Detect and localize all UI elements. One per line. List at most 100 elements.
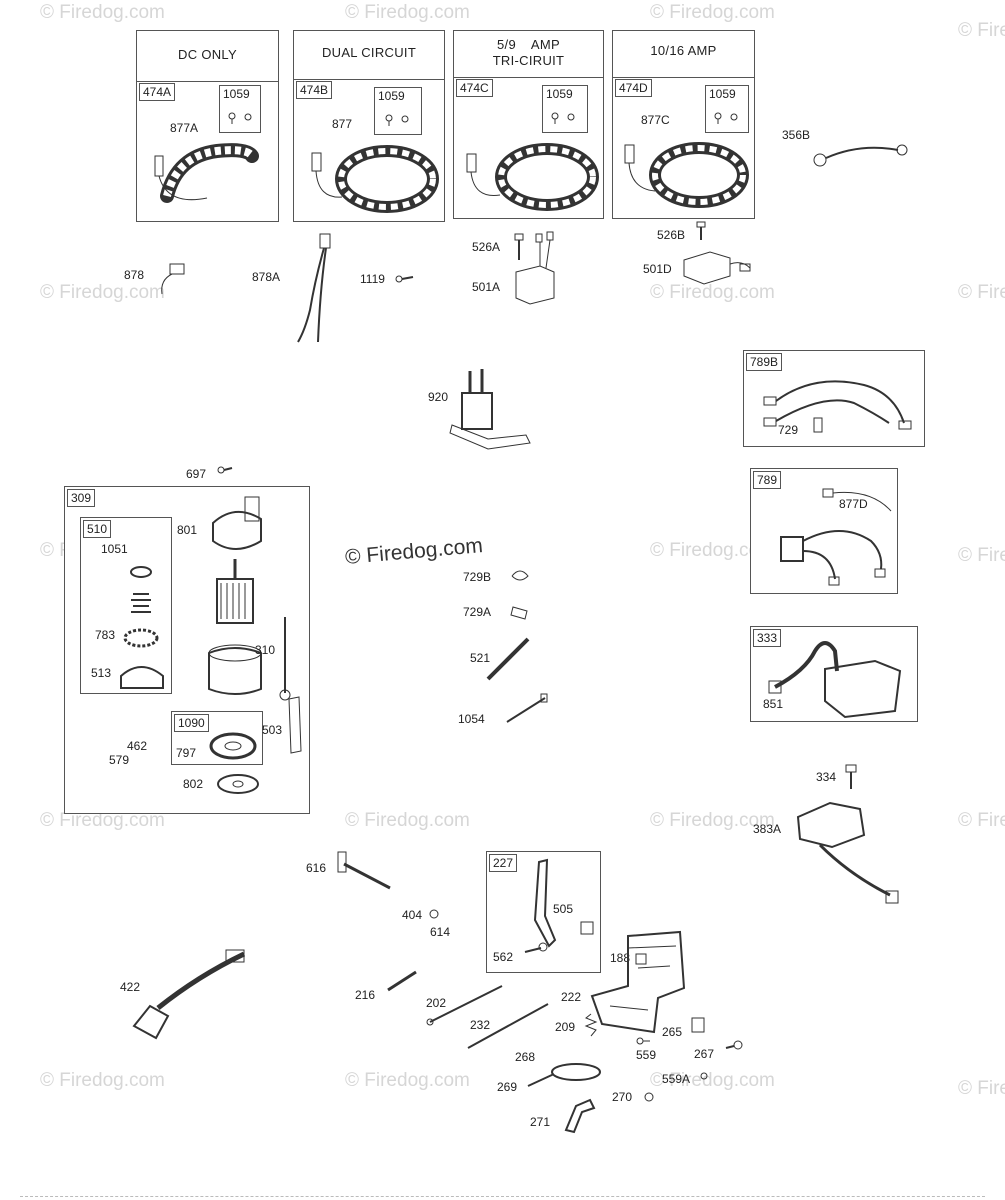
panel-309: 309 510 1051 783 513 801 310 1090 797 bbox=[64, 486, 310, 814]
part-501a: 501A bbox=[472, 280, 501, 294]
shaft-icon bbox=[336, 850, 394, 892]
part-265: 265 bbox=[662, 1025, 683, 1039]
kit-label: 1059 bbox=[223, 87, 250, 101]
part-920: 920 bbox=[428, 390, 449, 404]
regulator-icon bbox=[680, 240, 755, 285]
part-783: 783 bbox=[95, 628, 116, 642]
part-404: 404 bbox=[402, 908, 423, 922]
cable-icon bbox=[526, 1056, 602, 1088]
part-877c: 877C bbox=[641, 113, 670, 127]
choke-link-icon bbox=[464, 1000, 552, 1052]
divider bbox=[613, 77, 754, 78]
spring-icon bbox=[386, 968, 420, 994]
part-503: 503 bbox=[262, 723, 283, 737]
panel-title: DC ONLY bbox=[178, 47, 237, 62]
brush-plate-icon bbox=[208, 728, 258, 762]
part-462: 462 bbox=[127, 739, 148, 753]
screw-icon bbox=[712, 108, 742, 124]
kit-box: 1059 bbox=[219, 85, 261, 133]
watermark: © Firedog.com bbox=[650, 540, 775, 561]
watermark: © Firedog.com bbox=[958, 545, 1005, 566]
part-614: 614 bbox=[430, 925, 451, 939]
solenoid-icon bbox=[448, 369, 533, 450]
watermark: © Firedog.com bbox=[40, 810, 165, 831]
tag-1090: 1090 bbox=[174, 714, 209, 732]
divider bbox=[137, 81, 278, 82]
tag-510: 510 bbox=[83, 520, 112, 538]
bolt-icon bbox=[845, 765, 857, 789]
divider bbox=[294, 79, 444, 80]
part-729: 729 bbox=[778, 423, 799, 437]
control-bracket-icon bbox=[588, 928, 688, 1036]
spring-icon bbox=[584, 1014, 598, 1036]
part-878: 878 bbox=[124, 268, 145, 282]
stator-icon bbox=[619, 129, 749, 214]
washer-icon bbox=[215, 773, 261, 795]
wire-harness-icon bbox=[754, 363, 919, 443]
watermark: © Firedog.com bbox=[958, 282, 1005, 303]
watermark-center: © Firedog.com bbox=[344, 534, 484, 569]
part-526a: 526A bbox=[472, 240, 501, 254]
part-271: 271 bbox=[530, 1115, 551, 1129]
part-697: 697 bbox=[186, 467, 207, 481]
part-562: 562 bbox=[493, 950, 514, 964]
kit-box: 1059 bbox=[374, 87, 422, 135]
part-729b: 729B bbox=[463, 570, 492, 584]
panel-dual-circuit: DUAL CIRCUIT 474B 1059 877 bbox=[293, 30, 445, 222]
panel-title-line1: 5/9 AMP bbox=[497, 37, 560, 52]
screw-icon bbox=[226, 108, 256, 124]
part-559a: 559A bbox=[662, 1072, 691, 1086]
screw-icon bbox=[726, 1038, 744, 1052]
panel-510: 510 1051 783 513 bbox=[80, 517, 172, 694]
lever-icon bbox=[560, 1096, 600, 1134]
part-526b: 526B bbox=[657, 228, 686, 242]
watermark: © Firedog.com bbox=[345, 810, 470, 831]
watermark: © Firedog.com bbox=[650, 2, 775, 23]
tag-227: 227 bbox=[489, 854, 518, 872]
part-334: 334 bbox=[816, 770, 837, 784]
part-422: 422 bbox=[120, 980, 141, 994]
part-729a: 729A bbox=[463, 605, 492, 619]
kit-box: 1059 bbox=[542, 85, 588, 133]
screw-icon bbox=[698, 1070, 710, 1082]
kit-label: 1059 bbox=[709, 87, 736, 101]
battery-cable-icon bbox=[128, 946, 254, 1042]
part-209: 209 bbox=[555, 1020, 576, 1034]
tag-474b: 474B bbox=[296, 81, 333, 99]
screw-icon bbox=[549, 108, 579, 124]
bolt-icon bbox=[395, 272, 415, 286]
stator-icon bbox=[462, 129, 597, 214]
watermark: © Firedog.com bbox=[650, 1070, 775, 1091]
bolt-icon bbox=[696, 222, 706, 240]
part-851: 851 bbox=[763, 697, 784, 711]
part-501d: 501D bbox=[643, 262, 672, 276]
watermark: © Firedog.com bbox=[40, 2, 165, 23]
watermark: © Firedog.com bbox=[345, 1070, 470, 1091]
divider bbox=[454, 77, 603, 78]
watermark: © Firedog.com bbox=[40, 282, 165, 303]
watermark: © Firedog.com bbox=[958, 1078, 1005, 1099]
part-269: 269 bbox=[497, 1080, 518, 1094]
kit-box: 1059 bbox=[705, 85, 749, 133]
screw-icon bbox=[383, 110, 413, 126]
panel-title: DUAL CIRCUIT bbox=[321, 45, 417, 60]
part-801: 801 bbox=[177, 523, 198, 537]
part-1119: 1119 bbox=[360, 272, 385, 286]
divider bbox=[20, 1196, 985, 1198]
part-521: 521 bbox=[470, 651, 491, 665]
tag-309: 309 bbox=[67, 489, 96, 507]
panel-227: 227 505 562 bbox=[486, 851, 601, 973]
part-579: 579 bbox=[109, 753, 130, 767]
screw-icon bbox=[636, 1036, 650, 1046]
part-222: 222 bbox=[561, 990, 582, 1004]
part-356b: 356B bbox=[782, 128, 811, 142]
kit-label: 1059 bbox=[546, 87, 573, 101]
tag-474c: 474C bbox=[456, 79, 493, 97]
screw-icon bbox=[218, 465, 232, 475]
part-202: 202 bbox=[426, 996, 447, 1010]
link-rod-icon bbox=[426, 980, 508, 1028]
part-616: 616 bbox=[306, 861, 327, 875]
ignition-module-icon bbox=[790, 795, 910, 910]
part-797: 797 bbox=[176, 746, 197, 760]
part-802: 802 bbox=[183, 777, 204, 791]
